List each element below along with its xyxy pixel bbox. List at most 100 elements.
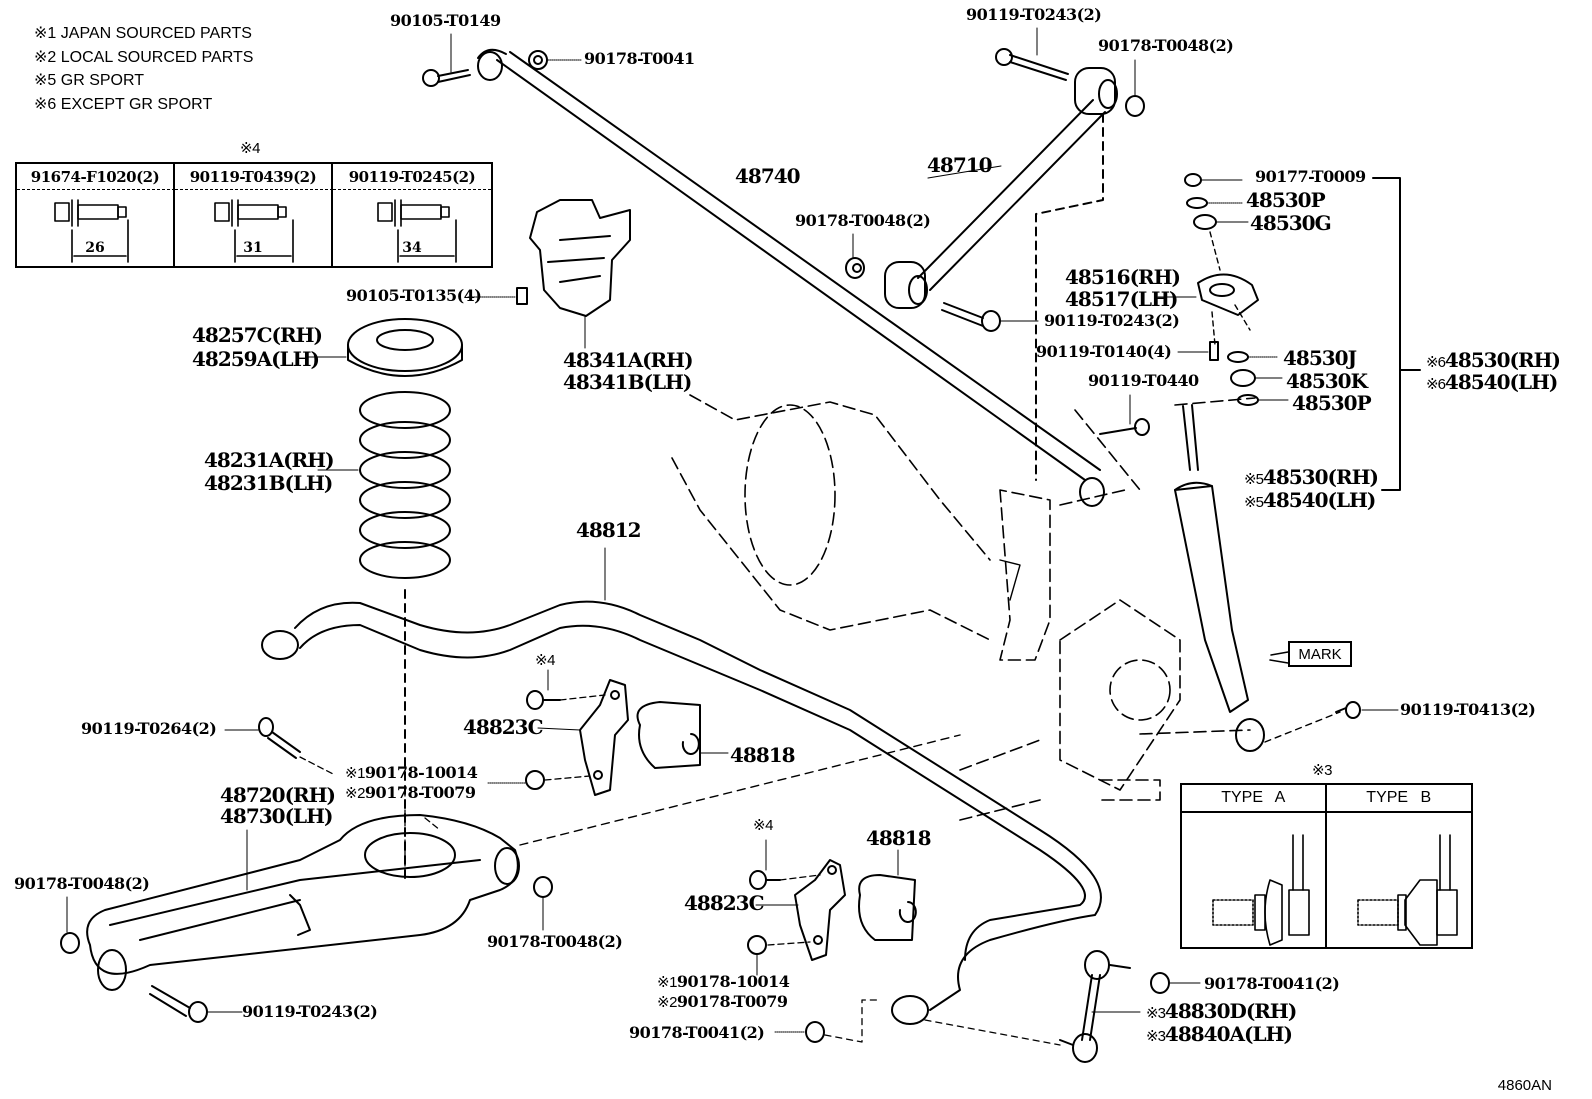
callout-90178-T0041[interactable]: 90178-T0041(2) xyxy=(629,1023,765,1042)
callout-90178-10014[interactable]: ※190178-10014 xyxy=(657,972,790,991)
callout-48720[interactable]: 48720(RH) xyxy=(220,783,336,807)
callout-48530K[interactable]: 48530K xyxy=(1286,369,1368,393)
callout-48812[interactable]: 48812 xyxy=(576,518,642,542)
bolt-icon xyxy=(1209,341,1219,361)
stabilizer-bushing-b xyxy=(858,874,917,941)
callout-90119-T0243[interactable]: 90119-T0243(2) xyxy=(966,5,1102,24)
callout-48818[interactable]: 48818 xyxy=(866,826,932,850)
link-type-table: TYPE A TYPE B xyxy=(1180,783,1473,949)
callout-48530J[interactable]: 48530J xyxy=(1283,346,1357,370)
nut-icon xyxy=(805,1021,825,1043)
footnote-mark: ※5 xyxy=(1244,494,1264,511)
callout-48231A[interactable]: 48231A(RH) xyxy=(204,448,335,472)
callout-48530-except-gr[interactable]: ※648530(RH) xyxy=(1426,350,1561,371)
lateral-rod-48740 xyxy=(477,48,1105,507)
footnote-mark: ※5 xyxy=(1244,471,1264,488)
callout-90178-T0048[interactable]: 90178-T0048(2) xyxy=(487,932,623,951)
callout-48818[interactable]: 48818 xyxy=(730,743,796,767)
callout-90177-T0009[interactable]: 90177-T0009 xyxy=(1255,167,1366,186)
legend-item: ※6 EXCEPT GR SPORT xyxy=(34,95,213,113)
callout-90105-T0149[interactable]: 90105-T0149 xyxy=(390,11,501,30)
callout-90119-T0243[interactable]: 90119-T0243(2) xyxy=(1044,311,1180,330)
callout-48231B[interactable]: 48231B(LH) xyxy=(204,471,333,495)
bolt-table-header: 91674-F1020(2) xyxy=(17,164,175,190)
bolt-icon xyxy=(1099,418,1150,436)
bolt-table-header: 90119-T0439(2) xyxy=(175,164,333,190)
part-number: 90178-10014 xyxy=(676,972,790,991)
bolt-icon xyxy=(526,690,561,710)
bolt-icon xyxy=(422,69,471,87)
callout-48259A[interactable]: 48259A(LH) xyxy=(192,347,320,371)
callout-48530P[interactable]: 48530P xyxy=(1292,391,1372,415)
callout-90119-T0243[interactable]: 90119-T0243(2) xyxy=(242,1002,378,1021)
bolt-icon xyxy=(149,985,208,1023)
callout-48730[interactable]: 48730(LH) xyxy=(220,804,333,828)
callout-90178-10014[interactable]: ※190178-10014 xyxy=(345,765,478,782)
callout-48517[interactable]: 48517(LH) xyxy=(1065,287,1178,311)
bolt-34-drawing xyxy=(377,199,457,263)
bolt-icon xyxy=(516,287,528,305)
bolt-31-drawing xyxy=(214,199,294,263)
part-number: 90178-T0079 xyxy=(676,992,788,1011)
footnote-mark: ※6 xyxy=(1426,376,1446,393)
bolt-length-table: 91674-F1020(2) 90119-T0439(2) 90119-T024… xyxy=(15,162,493,268)
callout-90178-T0079[interactable]: ※290178-T0079 xyxy=(657,992,788,1011)
footnote-mark: ※1 xyxy=(345,765,365,782)
callout-48530P[interactable]: 48530P xyxy=(1246,188,1326,212)
part-number: 48540(LH) xyxy=(1444,370,1558,394)
nut-icon xyxy=(60,932,80,954)
callout-48530G[interactable]: 48530G xyxy=(1250,211,1332,235)
part-number: 48830D(RH) xyxy=(1164,999,1297,1023)
callout-90119-T0140[interactable]: 90119-T0140(4) xyxy=(1036,342,1172,361)
callout-48840A[interactable]: ※348840A(LH) xyxy=(1146,1024,1293,1045)
bolt-icon xyxy=(749,870,781,890)
nut-icon xyxy=(1125,95,1145,117)
callout-90119-T0440[interactable]: 90119-T0440 xyxy=(1088,371,1199,390)
callout-48257C[interactable]: 48257C(RH) xyxy=(192,323,323,347)
callout-90178-T0041[interactable]: 90178-T0041 xyxy=(584,49,695,68)
callout-48830D[interactable]: ※348830D(RH) xyxy=(1146,999,1297,1023)
coil-spring xyxy=(359,391,451,579)
callout-90105-T0135[interactable]: 90105-T0135(4) xyxy=(346,286,482,305)
link-type-table-note: ※3 xyxy=(1312,762,1332,779)
callout-48530-gr-sport[interactable]: ※548530(RH) xyxy=(1244,467,1379,488)
callout-48516[interactable]: 48516(RH) xyxy=(1065,265,1181,289)
callout-90178-T0041[interactable]: 90178-T0041(2) xyxy=(1204,974,1340,993)
callout-48740[interactable]: 48740 xyxy=(735,164,801,188)
bolt-table-cell: 26 xyxy=(17,190,175,266)
type-b-drawing xyxy=(1357,834,1458,946)
footnote-mark: ※2 xyxy=(657,994,677,1011)
mark-label: MARK xyxy=(1288,641,1352,667)
spring-seat xyxy=(347,318,463,377)
callout-90178-T0048[interactable]: 90178-T0048(2) xyxy=(795,211,931,230)
callout-90178-T0048[interactable]: 90178-T0048(2) xyxy=(1098,36,1234,55)
bolt-length: 31 xyxy=(243,240,263,256)
footnote-mark: ※3 xyxy=(1146,1028,1166,1045)
footnote-mark: ※3 xyxy=(1146,1005,1166,1022)
part-number: 48540(LH) xyxy=(1262,488,1376,512)
callout-48341A[interactable]: 48341A(RH) xyxy=(563,348,694,372)
callout-90119-T0413[interactable]: 90119-T0413(2) xyxy=(1400,700,1536,719)
callout-48823C[interactable]: 48823C xyxy=(463,715,543,739)
bolt-table-cell: 34 xyxy=(333,190,491,266)
stabilizer-bracket-a xyxy=(579,679,629,796)
stabilizer-bar-48812 xyxy=(261,600,1102,1025)
diagram-code: 4860AN xyxy=(1497,1077,1552,1094)
callout-90178-T0048[interactable]: 90178-T0048(2) xyxy=(14,874,150,893)
callout-48710[interactable]: 48710 xyxy=(927,153,993,177)
nut-icon xyxy=(525,770,545,790)
lower-arm-48720 xyxy=(86,814,520,991)
callout-90119-T0264[interactable]: 90119-T0264(2) xyxy=(81,719,217,738)
callout-48823C[interactable]: 48823C xyxy=(684,891,764,915)
footnote-mark: ※6 xyxy=(1426,354,1446,371)
nut-icon xyxy=(747,935,767,955)
type-b-header: TYPE B xyxy=(1326,785,1471,813)
legend-item: ※1 JAPAN SOURCED PARTS xyxy=(34,25,252,42)
callout-48540-gr-sport[interactable]: ※548540(LH) xyxy=(1244,488,1376,512)
callout-90178-T0079[interactable]: ※290178-T0079 xyxy=(345,785,476,802)
callout-48341B[interactable]: 48341B(LH) xyxy=(563,370,692,394)
callout-48540-except-gr[interactable]: ※648540(LH) xyxy=(1426,370,1558,394)
stabilizer-bushing-a xyxy=(636,701,701,769)
bolt-table-note: ※4 xyxy=(240,140,260,157)
